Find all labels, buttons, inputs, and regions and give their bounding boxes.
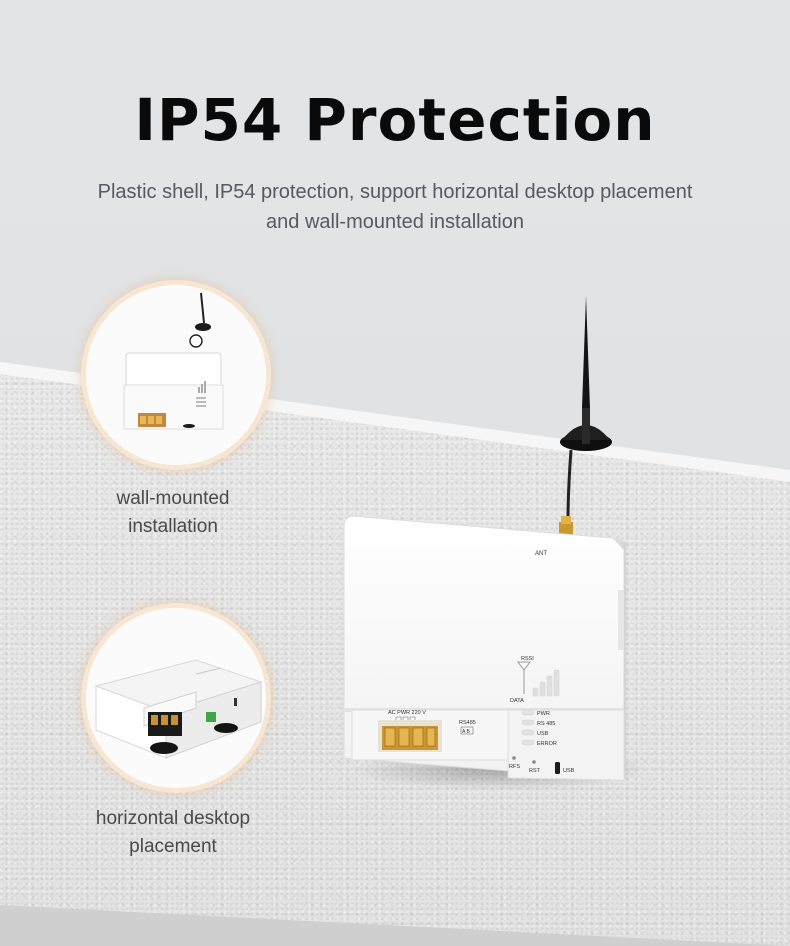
desk-caption-line2: placement [129, 836, 217, 857]
rs485-label: RS485 [459, 720, 476, 726]
wall-mounted-device-image [86, 285, 266, 465]
desktop-thumbnail [86, 608, 266, 788]
page-title: IP54 Protection [134, 86, 656, 154]
indicator-error: ERROR [537, 741, 557, 747]
status-indicators: PWR RS 485 USB ERROR [521, 709, 557, 747]
ant-label: ANT [535, 551, 547, 557]
power-label: AC PWR 220 V [388, 710, 426, 716]
rs485-port: RS485 A B [459, 720, 476, 735]
desk-caption-line1: horizontal desktop [95, 808, 251, 829]
usb-label: USB [563, 768, 575, 774]
rfs-button [512, 756, 516, 760]
wall-caption-line1: wall-mounted [116, 488, 230, 509]
rs485-pins: A B [462, 729, 470, 735]
indicator-rs485: RS 485 [537, 721, 555, 727]
page-subtitle: Plastic shell, IP54 protection, support … [97, 181, 693, 233]
rfs-label: RFS [509, 764, 520, 770]
wall-mounted-caption: wall-mounted installation [73, 485, 273, 541]
antenna [559, 296, 612, 536]
indicator-pwr: PWR [537, 711, 550, 717]
data-label: DATA [510, 698, 524, 704]
rssi-label: RSSI [521, 656, 534, 662]
wall-mounted-thumbnail [86, 285, 266, 465]
desktop-device-image [86, 608, 266, 788]
rst-label: RST [529, 768, 541, 774]
gateway-device: ANT RSSI DATA PWR RS 485 USB ERROR AC PW… [343, 296, 640, 790]
indicator-usb: USB [537, 731, 549, 737]
signal-strength-icon: RSSI DATA [510, 656, 560, 704]
rst-button [532, 760, 536, 764]
wall-caption-line2: installation [128, 516, 218, 537]
power-terminal: AC PWR 220 V [378, 710, 442, 752]
desktop-caption: horizontal desktop placement [73, 805, 273, 861]
usb-port [555, 762, 560, 774]
